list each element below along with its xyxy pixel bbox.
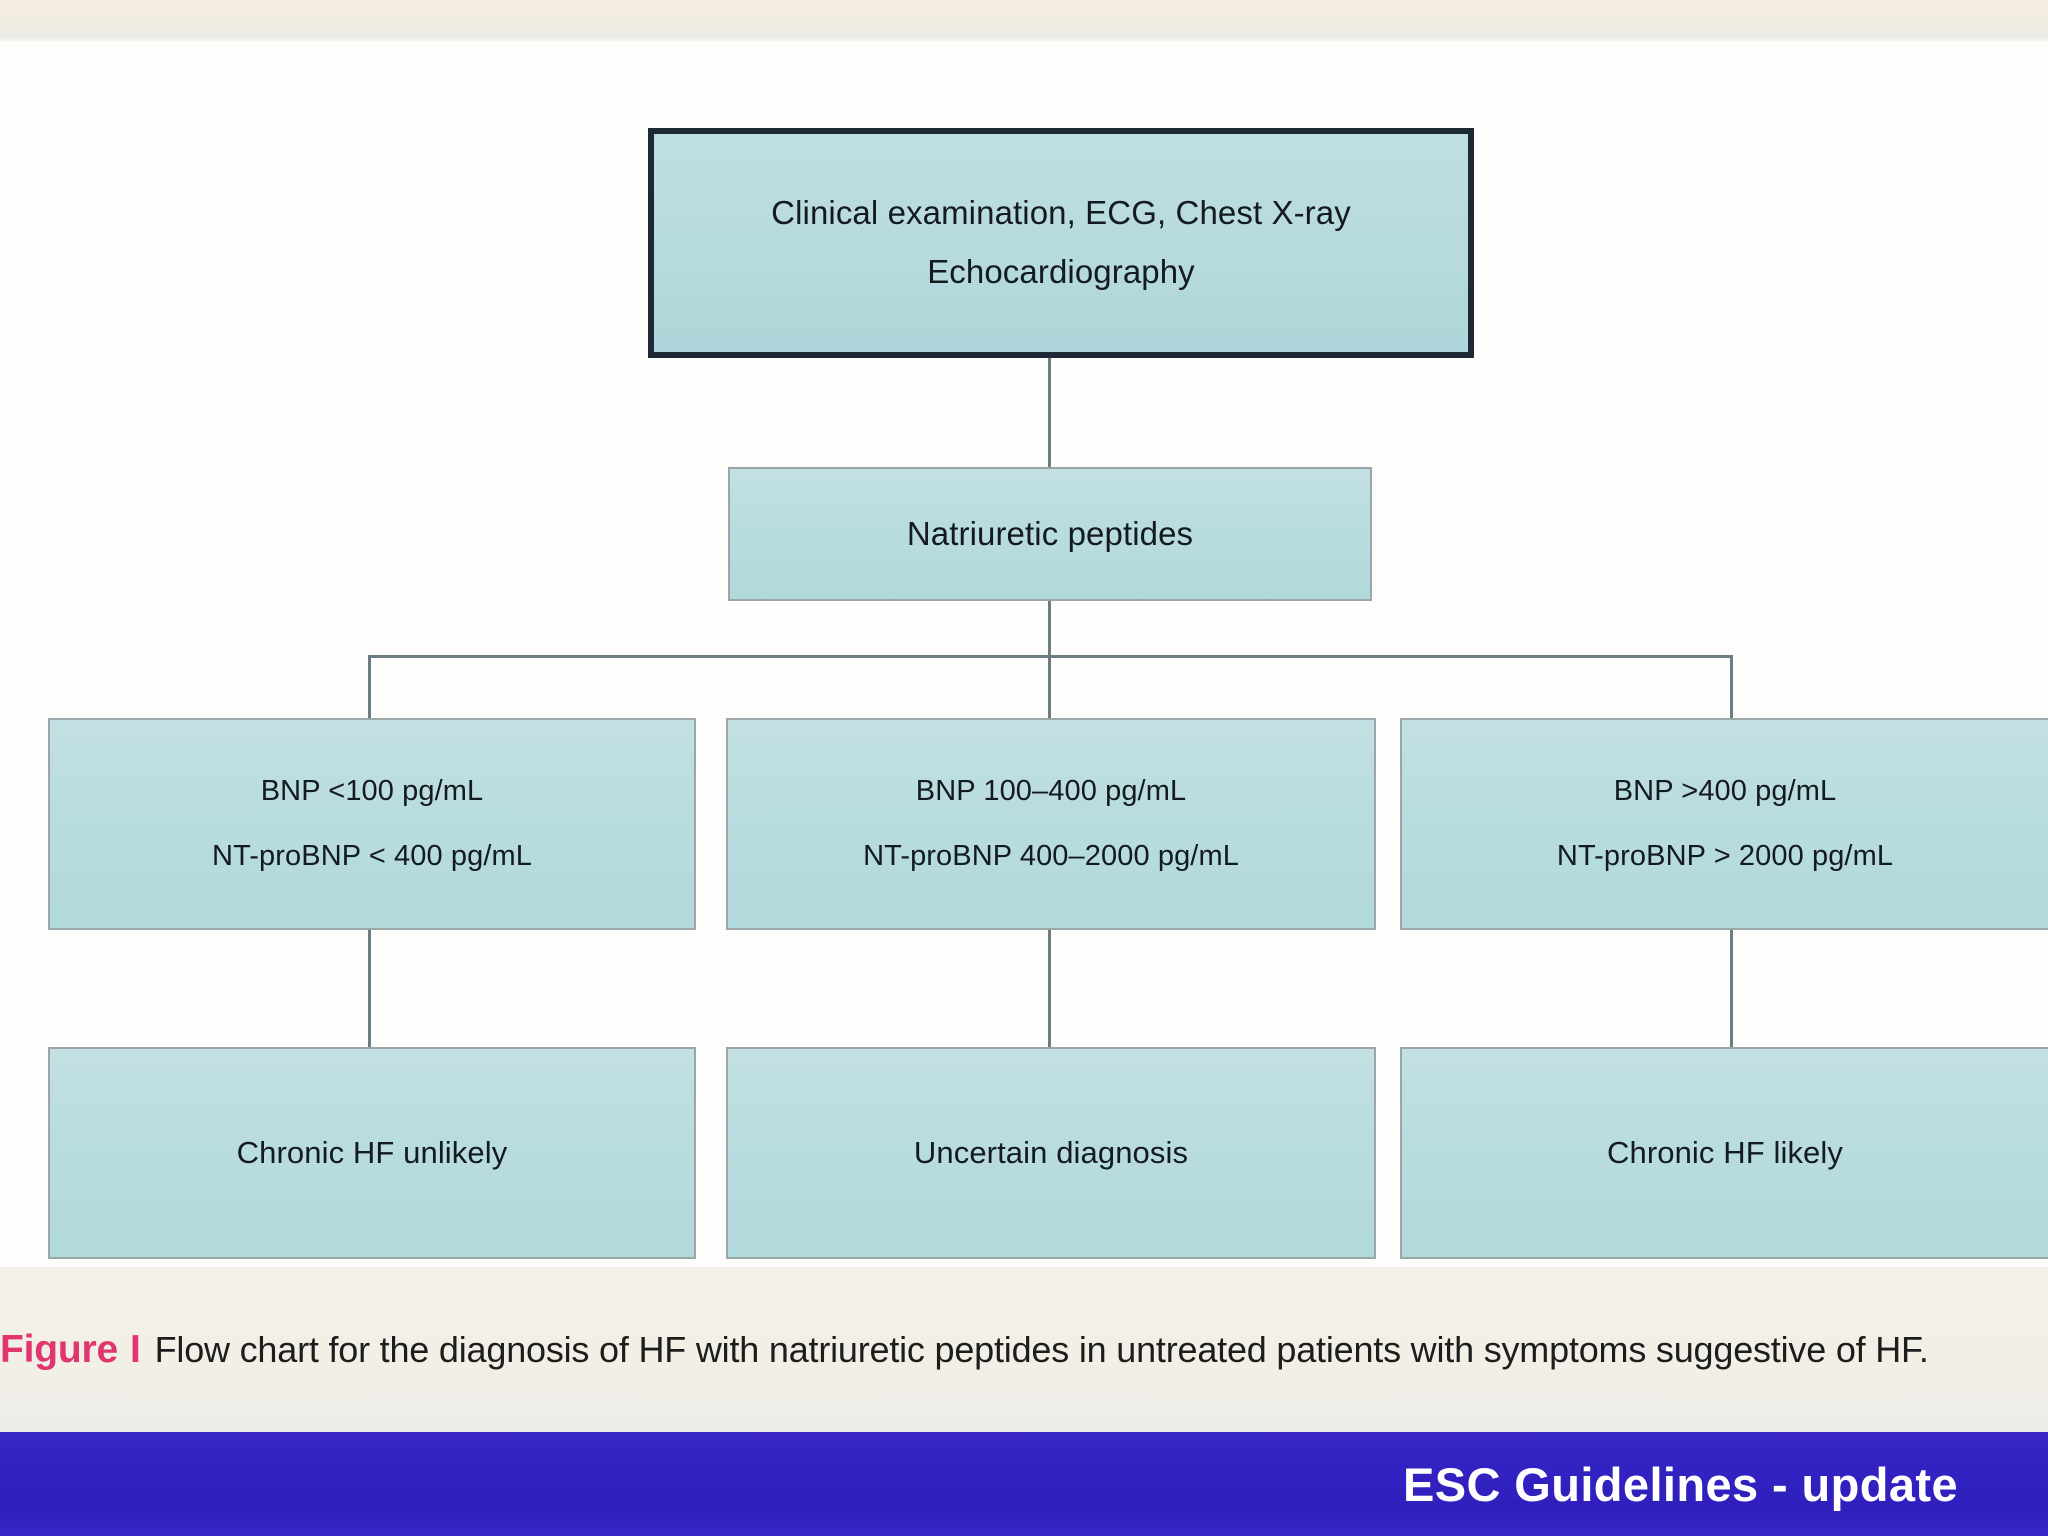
connector-bnp-high-to-outcome-high	[1730, 928, 1733, 1050]
node-bnp-mid-line1: BNP 100–400 pg/mL	[915, 775, 1187, 808]
node-bnp-high-line2: NT-proBNP > 2000 pg/mL	[1556, 840, 1894, 872]
node-bnp-high: BNP >400 pg/mL NT-proBNP > 2000 pg/mL	[1400, 718, 2048, 930]
node-bnp-low: BNP <100 pg/mL NT-proBNP < 400 pg/mL	[48, 718, 696, 930]
node-outcome-low-label: Chronic HF unlikely	[236, 1135, 508, 1171]
node-natriuretic-peptides: Natriuretic peptides	[728, 467, 1372, 601]
figure-caption-label: Figure	[0, 1327, 118, 1371]
connector-bus-to-bnp-mid	[1048, 655, 1051, 721]
top-strip	[0, 0, 2048, 42]
node-clinical-examination: Clinical examination, ECG, Chest X-ray E…	[648, 128, 1474, 358]
node-bnp-mid: BNP 100–400 pg/mL NT-proBNP 400–2000 pg/…	[726, 718, 1376, 930]
connector-root-to-natriuretic	[1048, 358, 1051, 470]
figure-caption-number: I	[129, 1327, 141, 1371]
node-outcome-chronic-hf-unlikely: Chronic HF unlikely	[48, 1047, 696, 1259]
node-bnp-low-line1: BNP <100 pg/mL	[260, 775, 484, 808]
connector-bnp-low-to-outcome-low	[368, 928, 371, 1050]
node-clinical-examination-line2: Echocardiography	[927, 253, 1195, 290]
node-outcome-high-label: Chronic HF likely	[1607, 1135, 1843, 1171]
node-natriuretic-peptides-label: Natriuretic peptides	[906, 514, 1194, 552]
node-bnp-low-line2: NT-proBNP < 400 pg/mL	[212, 840, 532, 872]
node-outcome-uncertain-diagnosis: Uncertain diagnosis	[726, 1047, 1376, 1259]
connector-bus-to-bnp-low	[368, 655, 371, 721]
connector-bnp-mid-to-outcome-mid	[1048, 928, 1051, 1050]
flowchart-canvas: Clinical examination, ECG, Chest X-ray E…	[0, 42, 2048, 1267]
footer-band: ESC Guidelines - update	[0, 1432, 2048, 1536]
node-bnp-mid-line2: NT-proBNP 400–2000 pg/mL	[863, 840, 1239, 872]
node-outcome-chronic-hf-likely: Chronic HF likely	[1400, 1047, 2048, 1259]
figure-caption-text: Flow chart for the diagnosis of HF with …	[154, 1328, 1929, 1370]
footer-title: ESC Guidelines - update	[1402, 1457, 1958, 1511]
node-outcome-mid-label: Uncertain diagnosis	[913, 1135, 1189, 1171]
node-clinical-examination-line1: Clinical examination, ECG, Chest X-ray	[771, 194, 1351, 232]
connector-bus-to-bnp-high	[1730, 655, 1733, 721]
node-bnp-high-line1: BNP >400 pg/mL	[1613, 775, 1837, 808]
connector-natriuretic-to-bus	[1048, 601, 1051, 657]
